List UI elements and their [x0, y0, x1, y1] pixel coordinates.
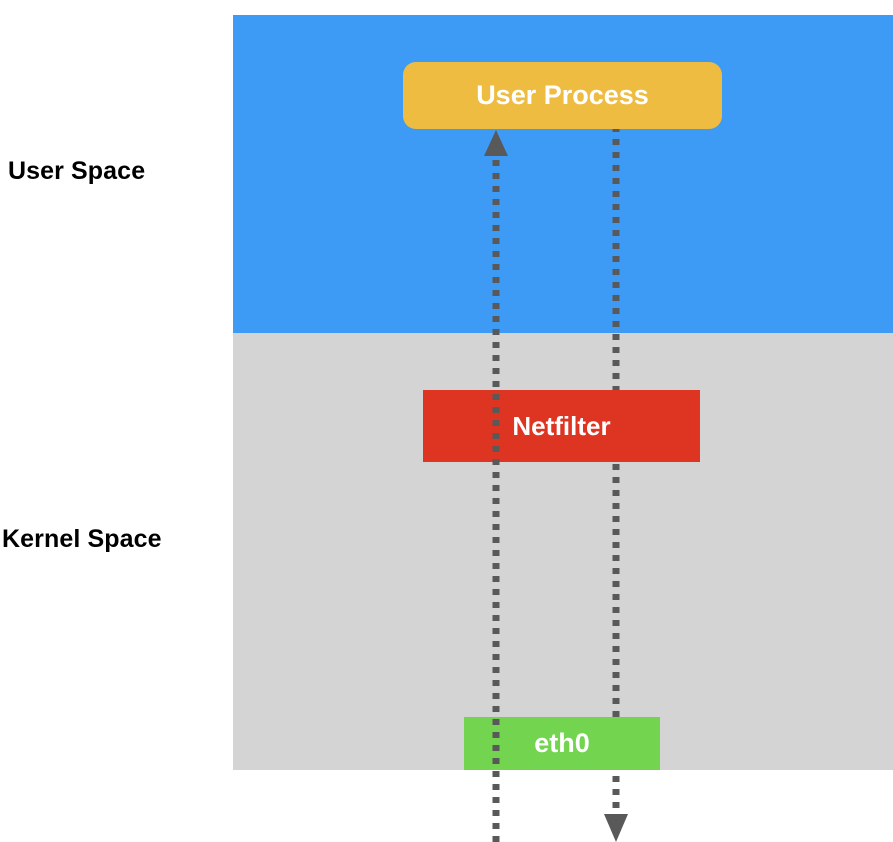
kernel-space-label: Kernel Space	[2, 525, 162, 553]
outbound-packet-path-arrow	[604, 126, 628, 842]
user-space-label: User Space	[8, 157, 146, 185]
eth0-label: eth0	[534, 728, 590, 758]
inbound-packet-path-arrow	[484, 130, 508, 842]
netfilter-label: Netfilter	[512, 410, 611, 441]
netfilter-node[interactable]: Netfilter	[423, 390, 700, 462]
user-process-node[interactable]: User Process	[403, 62, 722, 129]
inbound-arrowhead-icon	[484, 130, 508, 156]
outbound-arrowhead-icon	[604, 814, 628, 842]
user-process-label: User Process	[476, 80, 649, 110]
